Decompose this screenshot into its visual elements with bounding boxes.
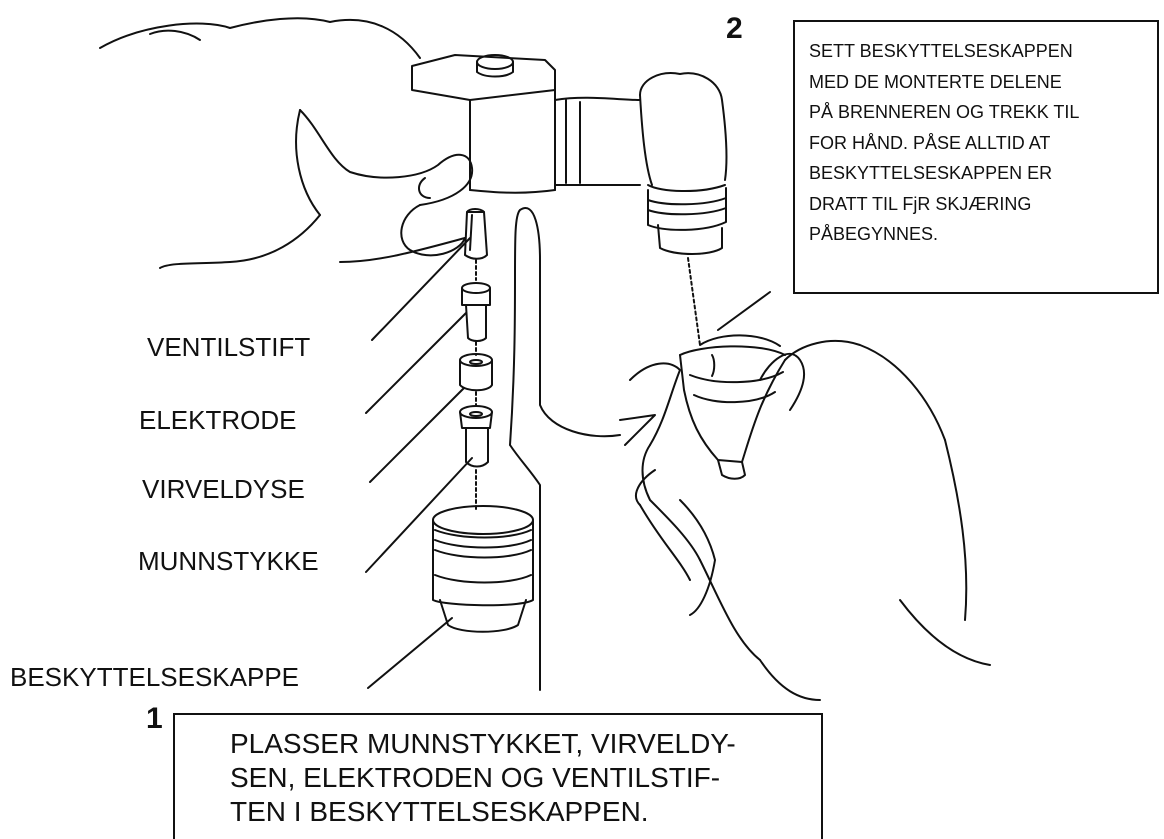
label-beskyttelseskappe: BESKYTTELSESKAPPE [10,664,299,690]
step-2-instruction-box: SETT BESKYTTELSESKAPPEN MED DE MONTERTE … [793,20,1159,294]
step-2-instruction-text: SETT BESKYTTELSESKAPPEN MED DE MONTERTE … [809,36,1157,250]
label-ventilstift: VENTILSTIFT [147,334,310,360]
label-munnstykke: MUNNSTYKKE [138,548,319,574]
label-virveldyse: VIRVELDYSE [142,476,305,502]
right-hand-drawing [630,335,990,700]
assembly-arrow [510,208,700,690]
step-2-number: 2 [726,14,743,44]
step-1-instruction-box: PLASSER MUNNSTYKKET, VIRVELDY- SEN, ELEK… [173,713,823,839]
left-hand-drawing [100,18,472,268]
step-1-number: 1 [146,704,163,734]
parts-stack-drawing [433,209,533,632]
leader-lines [366,238,770,688]
step-1-instruction-text: PLASSER MUNNSTYKKET, VIRVELDY- SEN, ELEK… [230,727,821,829]
label-elektrode: ELEKTRODE [139,407,297,433]
